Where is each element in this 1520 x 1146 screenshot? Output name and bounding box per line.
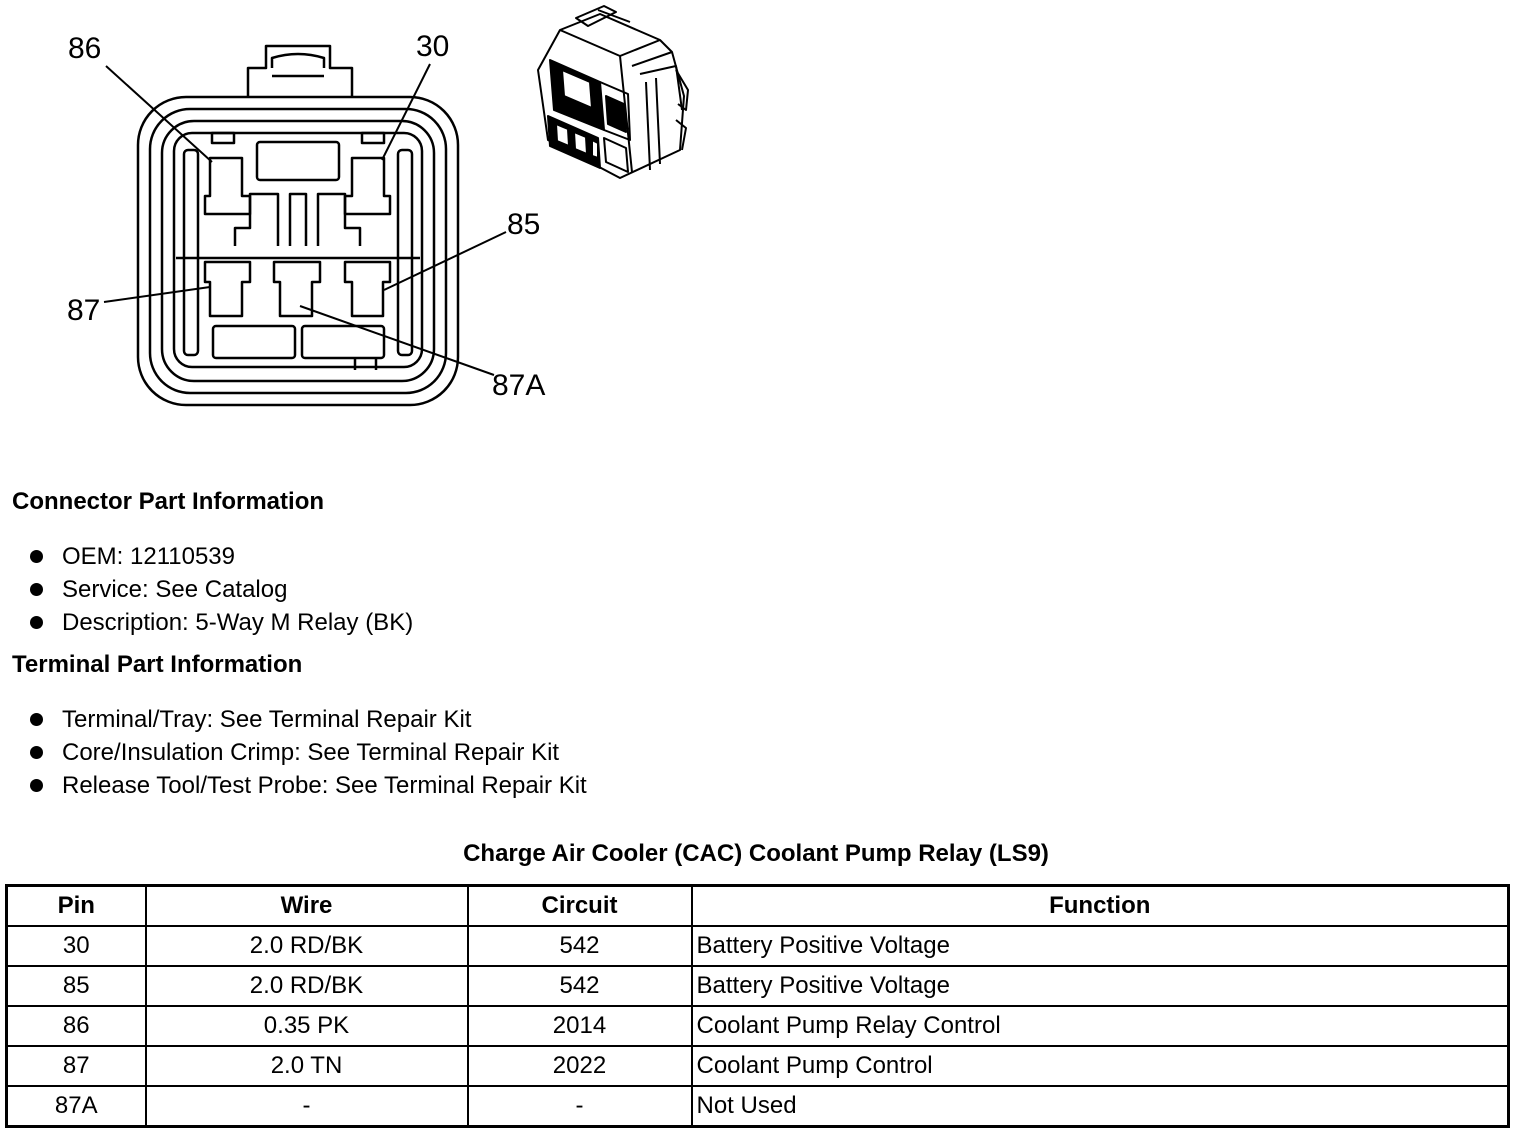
leader-85	[383, 231, 507, 291]
cell-wire: 2.0 RD/BK	[144, 925, 469, 967]
table-row: 30 2.0 RD/BK 542 Battery Positive Voltag…	[5, 925, 1510, 967]
cell-function: Battery Positive Voltage	[690, 965, 1510, 1007]
cavity-85	[343, 260, 392, 318]
terminal-part-info-list: Terminal/Tray: See Terminal Repair Kit C…	[30, 703, 587, 802]
bullet-icon	[30, 779, 43, 792]
bullet-icon	[30, 713, 43, 726]
cell-pin: 86	[5, 1005, 147, 1047]
cell-wire: -	[144, 1085, 469, 1128]
connector-housing-ring-2	[148, 107, 448, 395]
bullet-icon	[30, 746, 43, 759]
pinout-table: Pin Wire Circuit Function 30 2.0 RD/BK 5…	[5, 884, 1510, 1128]
list-item: Service: See Catalog	[30, 573, 413, 606]
keying-block-bottom-left	[211, 324, 297, 360]
connector-diagram: 86 30 85 87 87A	[67, 5, 689, 407]
leader-30	[381, 63, 431, 161]
table-row: 87 2.0 TN 2022 Coolant Pump Control	[5, 1045, 1510, 1087]
cell-wire: 2.0 RD/BK	[144, 965, 469, 1007]
list-item: OEM: 12110539	[30, 540, 413, 573]
connector-service: Service: See Catalog	[62, 576, 288, 603]
terminal-crimp: Core/Insulation Crimp: See Terminal Repa…	[62, 739, 560, 766]
connector-housing-inner	[172, 131, 424, 369]
leader-87	[103, 286, 211, 303]
keying-block-top	[255, 140, 341, 182]
connector-oem: OEM: 12110539	[62, 543, 236, 570]
cell-pin: 87	[5, 1045, 147, 1087]
header-circuit: Circuit	[466, 884, 693, 927]
cell-circuit: 542	[466, 965, 693, 1007]
cell-circuit: -	[466, 1085, 693, 1128]
label-pin-87a: 87A	[492, 369, 545, 402]
connector-isometric-view	[537, 5, 689, 179]
cell-wire: 2.0 TN	[144, 1045, 469, 1087]
list-item: Description: 5-Way M Relay (BK)	[30, 606, 413, 639]
header-wire: Wire	[144, 884, 469, 927]
list-item: Terminal/Tray: See Terminal Repair Kit	[30, 703, 587, 736]
cavity-86	[203, 156, 252, 216]
header-pin: Pin	[5, 884, 147, 927]
cell-circuit: 2014	[466, 1005, 693, 1047]
cell-pin: 87A	[5, 1085, 147, 1128]
connector-housing-ring-3	[160, 119, 436, 383]
cavity-87a	[272, 260, 322, 318]
table-title: Charge Air Cooler (CAC) Coolant Pump Rel…	[463, 840, 1049, 867]
leader-87a	[299, 305, 495, 376]
list-item: Core/Insulation Crimp: See Terminal Repa…	[30, 736, 587, 769]
cell-function: Coolant Pump Control	[690, 1045, 1510, 1087]
cell-function: Coolant Pump Relay Control	[690, 1005, 1510, 1047]
connector-part-info-title: Connector Part Information	[12, 488, 325, 515]
connector-housing-outer	[136, 95, 460, 407]
cell-wire: 0.35 PK	[144, 1005, 469, 1047]
bullet-icon	[30, 583, 43, 596]
table-row: 87A - - Not Used	[5, 1085, 1510, 1128]
label-pin-85: 85	[507, 208, 540, 241]
connector-part-info-list: OEM: 12110539 Service: See Catalog Descr…	[30, 540, 413, 639]
cell-circuit: 2022	[466, 1045, 693, 1087]
list-item: Release Tool/Test Probe: See Terminal Re…	[30, 769, 587, 802]
leader-86	[105, 65, 213, 163]
label-pin-30: 30	[416, 30, 449, 63]
table-row: 85 2.0 RD/BK 542 Battery Positive Voltag…	[5, 965, 1510, 1007]
header-function: Function	[690, 884, 1510, 927]
cell-pin: 30	[5, 925, 147, 967]
terminal-tray: Terminal/Tray: See Terminal Repair Kit	[62, 706, 472, 733]
label-pin-87: 87	[67, 294, 100, 327]
keying-block-bottom-right	[300, 324, 386, 360]
cell-function: Not Used	[690, 1085, 1510, 1128]
terminal-release-tool: Release Tool/Test Probe: See Terminal Re…	[62, 772, 587, 799]
cell-circuit: 542	[466, 925, 693, 967]
cell-function: Battery Positive Voltage	[690, 925, 1510, 967]
connector-latch	[246, 44, 354, 97]
cavity-87	[203, 260, 252, 318]
cell-pin: 85	[5, 965, 147, 1007]
table-header-row: Pin Wire Circuit Function	[5, 884, 1510, 927]
table-row: 86 0.35 PK 2014 Coolant Pump Relay Contr…	[5, 1005, 1510, 1047]
cavity-30	[343, 156, 392, 216]
bullet-icon	[30, 616, 43, 629]
bullet-icon	[30, 550, 43, 563]
label-pin-86: 86	[68, 32, 101, 65]
connector-description: Description: 5-Way M Relay (BK)	[62, 609, 414, 636]
terminal-part-info-title: Terminal Part Information	[12, 651, 303, 678]
